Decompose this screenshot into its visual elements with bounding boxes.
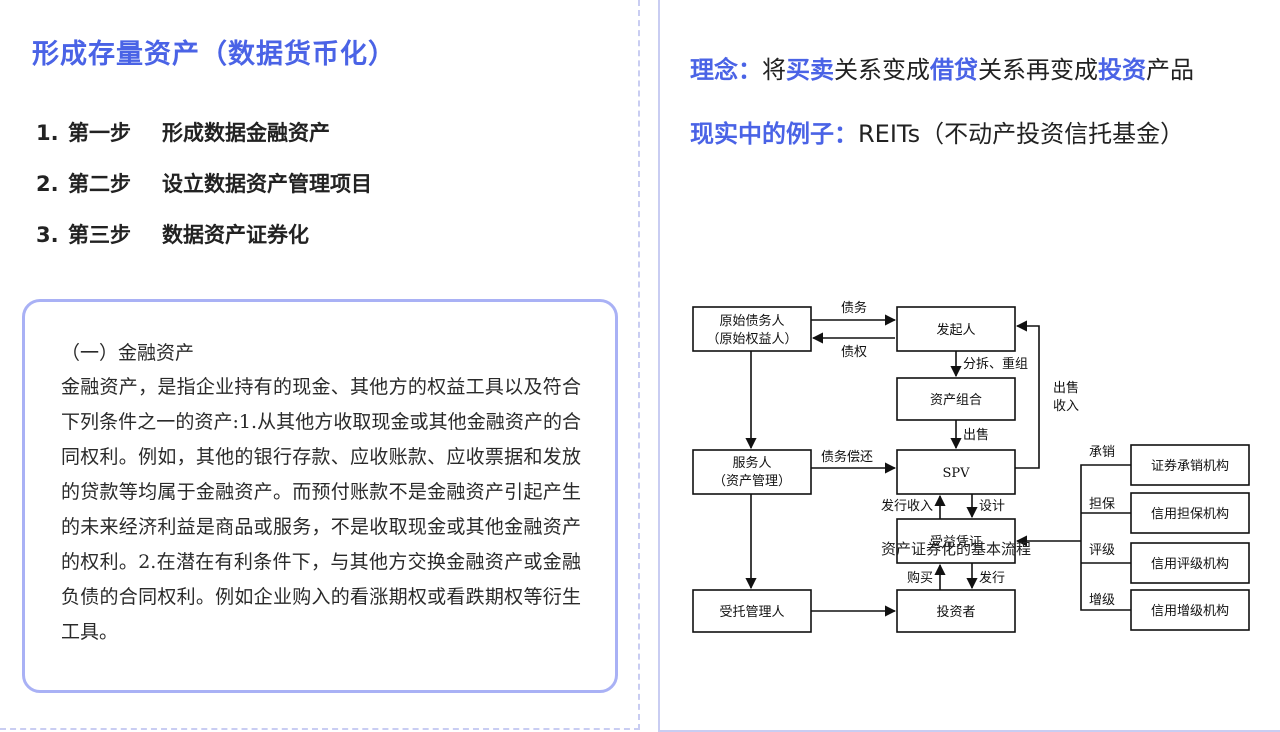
- label-split: 分拆、重组: [963, 356, 1028, 372]
- step-number: 1.: [36, 121, 59, 145]
- concept-label: 理念：: [690, 56, 762, 84]
- example-label: 现实中的例子：: [690, 120, 858, 148]
- label-sell-income-2: 收入: [1053, 399, 1079, 414]
- concept-highlight: 投资: [1098, 56, 1146, 84]
- step-item: 3. 第三步 数据资产证券化: [36, 218, 372, 269]
- concept-highlight: 买卖: [786, 56, 834, 84]
- step-number: 2.: [36, 172, 59, 196]
- right-panel: 理念：将买卖关系变成借贷关系再变成投资产品 现实中的例子：REITs（不动产投资…: [658, 0, 1280, 732]
- concept-text: 将: [762, 56, 786, 84]
- node-investor: [896, 589, 1016, 633]
- section-title: 形成存量资产（数据货币化）: [32, 39, 396, 70]
- label-original-debtor: 原始债务人: [719, 313, 784, 329]
- node-securities: [896, 518, 1016, 564]
- node-rating: [1130, 542, 1250, 584]
- securitization-flow-diagram: 原始债务人 （原始权益人） 发起人 资产组合 服务人 （资产管理） SPV 受益…: [692, 300, 1250, 633]
- label-underwriter: 证券承销机构: [1151, 458, 1229, 474]
- label-guarantee: 担保: [1089, 497, 1115, 512]
- label-buy: 购买: [907, 570, 933, 586]
- edge-sell-income: [1015, 320, 1040, 469]
- node-guarantor: [1130, 492, 1250, 534]
- label-securities: 受益凭证: [930, 535, 982, 550]
- label-sell-income-1: 出售: [1053, 380, 1079, 396]
- step-label: 第二步: [68, 172, 131, 196]
- node-enhancement: [1130, 589, 1250, 631]
- concept-text: 关系变成: [834, 56, 930, 84]
- concept-text: 关系再变成: [978, 56, 1098, 84]
- label-rating: 信用评级机构: [1151, 557, 1229, 572]
- label-investor: 投资者: [936, 604, 975, 620]
- edge-agency-bracket: [1080, 464, 1131, 611]
- step-item: 1. 第一步 形成数据金融资产: [36, 116, 372, 167]
- diagram-caption: 资产证券化的基本流程: [881, 540, 1031, 558]
- label-debt: 债务: [841, 300, 867, 316]
- label-original-debtor-sub: （原始权益人）: [706, 331, 797, 347]
- financial-asset-box: （一）金融资产 金融资产，是指企业持有的现金、其他方的权益工具以及符合下列条件之…: [22, 299, 618, 693]
- concept-highlight: 借贷: [930, 56, 978, 84]
- label-underwrite: 承销: [1089, 445, 1115, 460]
- label-asset-pool: 资产组合: [930, 393, 982, 408]
- label-servicer: 服务人: [732, 455, 771, 471]
- step-text: 数据资产证券化: [162, 223, 309, 247]
- node-servicer: [692, 449, 812, 495]
- box-body: 金融资产，是指企业持有的现金、其他方的权益工具以及符合下列条件之一的资产:1.从…: [61, 376, 581, 643]
- node-spv: [896, 449, 1016, 495]
- label-issue-income: 发行收入: [881, 498, 933, 514]
- label-trustee: 受托管理人: [719, 605, 784, 620]
- label-design: 设计: [979, 499, 1005, 514]
- left-panel: 形成存量资产（数据货币化） 1. 第一步 形成数据金融资产 2. 第二步 设立数据资产管…: [0, 0, 640, 730]
- label-claim: 债权: [841, 344, 867, 360]
- concept-line: 理念：将买卖关系变成借贷关系再变成投资产品: [690, 50, 1194, 85]
- label-guarantor: 信用担保机构: [1151, 507, 1229, 522]
- example-line: 现实中的例子：REITs（不动产投资信托基金）: [690, 114, 1184, 149]
- label-repay: 债务偿还: [821, 449, 873, 465]
- label-spv: SPV: [942, 466, 970, 481]
- label-rate: 评级: [1089, 543, 1115, 558]
- steps-list: 1. 第一步 形成数据金融资产 2. 第二步 设立数据资产管理项目 3. 第三步 数据资产证…: [36, 116, 372, 269]
- label-enhancement: 信用增级机构: [1151, 604, 1229, 619]
- step-label: 第一步: [68, 121, 131, 145]
- step-label: 第三步: [68, 223, 131, 247]
- step-item: 2. 第二步 设立数据资产管理项目: [36, 167, 372, 218]
- step-text: 设立数据资产管理项目: [162, 172, 372, 196]
- node-original-debtor: [692, 306, 812, 352]
- label-sell: 出售: [963, 427, 989, 443]
- concept-text: 产品: [1146, 56, 1194, 84]
- box-heading: （一）金融资产: [61, 342, 195, 364]
- label-issue: 发行: [979, 570, 1005, 586]
- example-text: REITs（不动产投资信托基金）: [858, 120, 1185, 148]
- node-originator: [896, 306, 1016, 352]
- label-enhance: 增级: [1089, 593, 1115, 608]
- step-text: 形成数据金融资产: [162, 121, 330, 145]
- node-trustee: [692, 589, 812, 633]
- step-number: 3.: [36, 223, 59, 247]
- label-servicer-sub: （资产管理）: [713, 474, 791, 489]
- label-originator: 发起人: [936, 322, 975, 338]
